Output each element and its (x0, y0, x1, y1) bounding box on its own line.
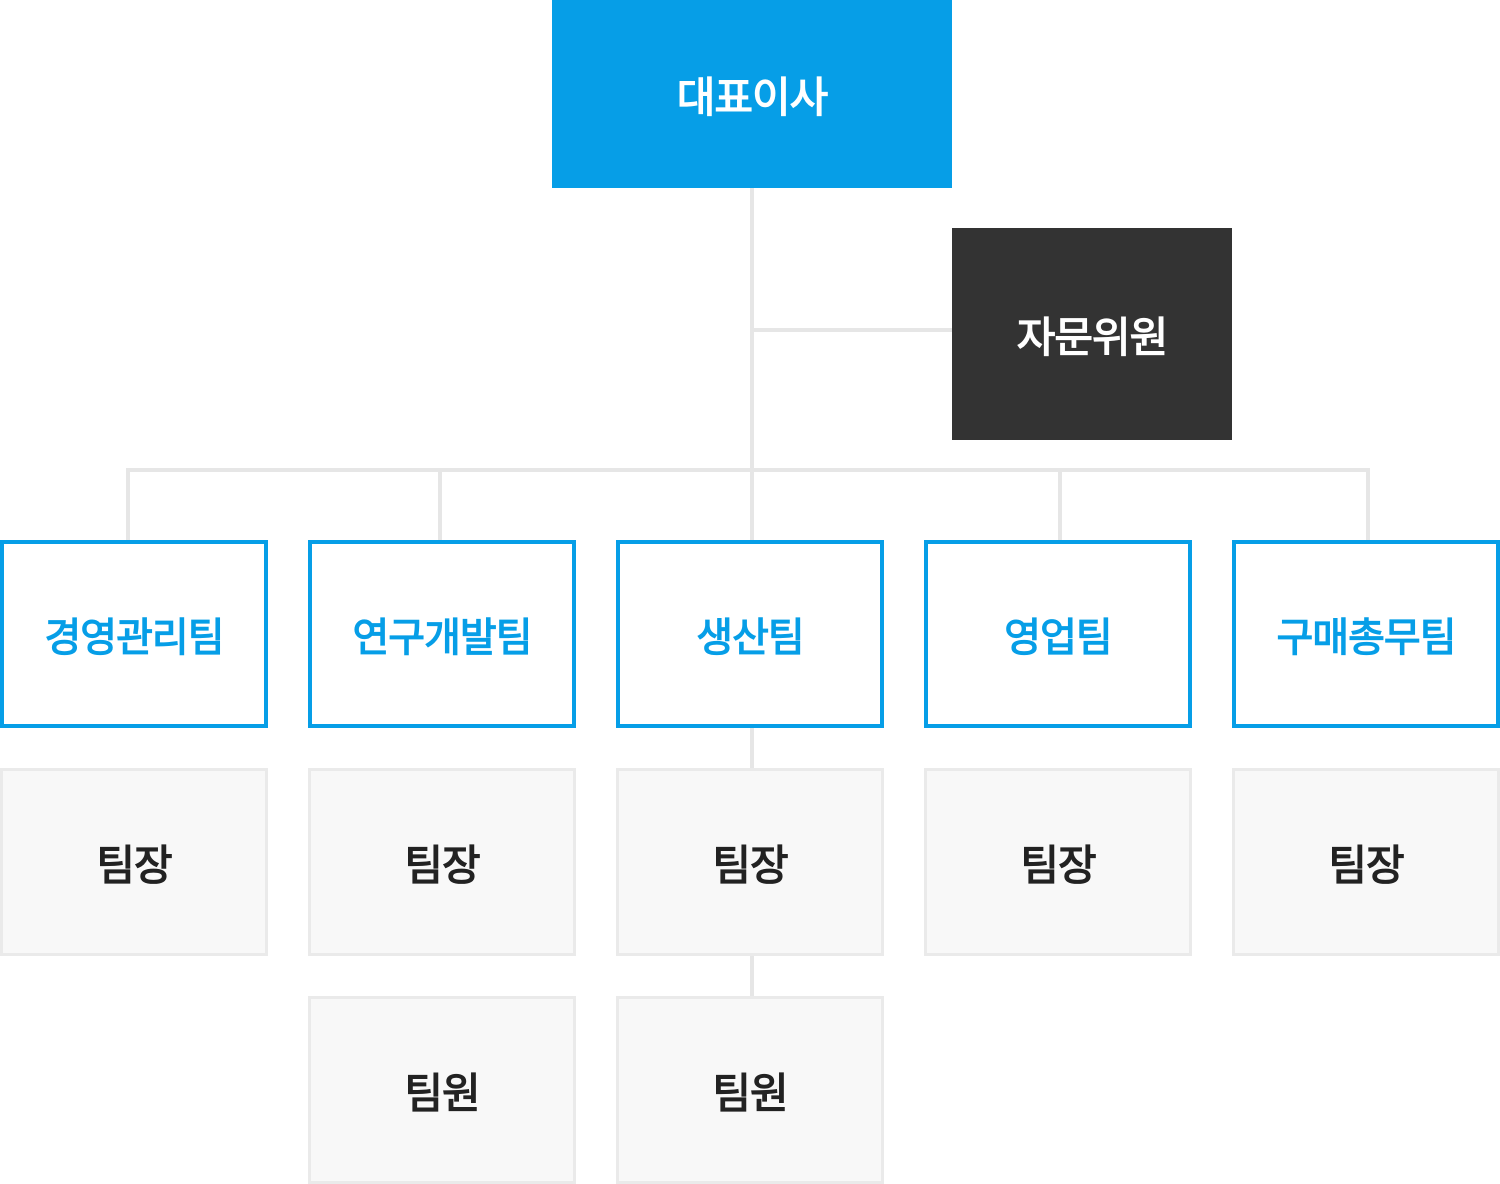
role-label: 팀장 (96, 840, 172, 890)
role-box-team-member: 팀원 (616, 996, 884, 1184)
team-box-purchasing: 구매총무팀 (1232, 540, 1500, 728)
team-box-sales: 영업팀 (924, 540, 1192, 728)
role-box-team-lead: 팀장 (616, 768, 884, 956)
ceo-label: 대표이사 (676, 72, 829, 122)
advisor-label: 자문위원 (1016, 312, 1169, 362)
team-label: 구매총무팀 (1276, 615, 1457, 661)
role-label: 팀장 (1020, 840, 1096, 890)
connector-advisor (752, 328, 952, 332)
team-label: 연구개발팀 (352, 615, 533, 661)
connector-team-bus (126, 468, 1370, 472)
connector-team-drop-1 (126, 468, 130, 540)
role-label: 팀장 (712, 840, 788, 890)
team-label: 경영관리팀 (44, 615, 225, 661)
team-box-rnd: 연구개발팀 (308, 540, 576, 728)
role-label: 팀원 (712, 1068, 788, 1118)
team-label: 영업팀 (1004, 615, 1112, 661)
team-box-production: 생산팀 (616, 540, 884, 728)
role-box-team-lead: 팀장 (1232, 768, 1500, 956)
connector-production-member (750, 956, 754, 998)
role-label: 팀장 (404, 840, 480, 890)
team-label: 생산팀 (696, 615, 804, 661)
advisor-box: 자문위원 (952, 228, 1232, 440)
connector-team-drop-2 (438, 468, 442, 540)
role-box-team-member: 팀원 (308, 996, 576, 1184)
team-box-management: 경영관리팀 (0, 540, 268, 728)
connector-team-drop-5 (1366, 468, 1370, 540)
role-box-team-lead: 팀장 (308, 768, 576, 956)
connector-team-drop-4 (1058, 468, 1062, 540)
role-box-team-lead: 팀장 (0, 768, 268, 956)
connector-production-lead (750, 728, 754, 770)
ceo-box: 대표이사 (552, 0, 952, 188)
role-label: 팀장 (1328, 840, 1404, 890)
role-label: 팀원 (404, 1068, 480, 1118)
role-box-team-lead: 팀장 (924, 768, 1192, 956)
connector-ceo-trunk (750, 188, 754, 540)
